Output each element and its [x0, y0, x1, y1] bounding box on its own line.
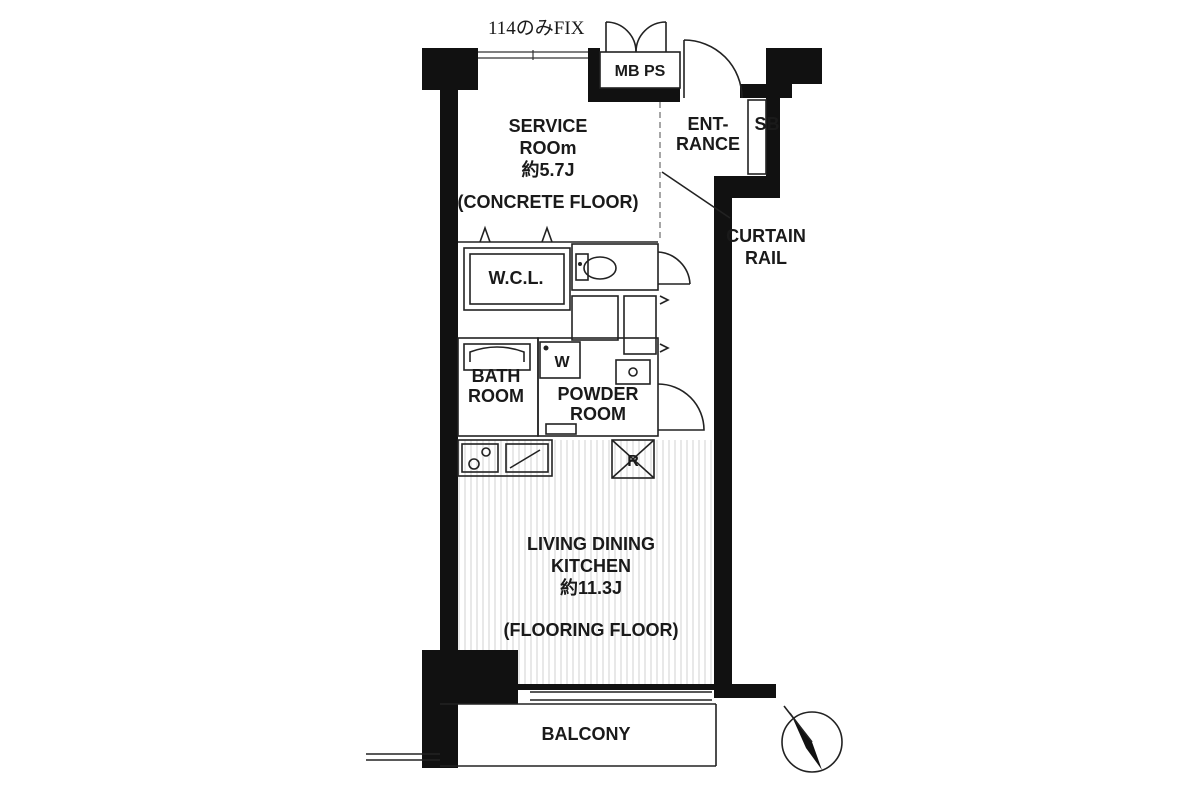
- balcony-label: BALCONY: [542, 724, 631, 744]
- powder-room-label-1: POWDER: [558, 384, 639, 404]
- kitchen-counter: [457, 439, 553, 477]
- ldk-area: 約11.3J: [560, 577, 622, 598]
- wcl-door-marks: [479, 225, 553, 243]
- wcl-box: [463, 247, 571, 311]
- service-room-label-2: ROOm: [519, 138, 576, 158]
- service-room-area: 約5.7J: [521, 159, 574, 180]
- fridge-label: R: [627, 453, 639, 470]
- service-room-floor: (CONCRETE FLOOR): [458, 192, 639, 212]
- toilet: [571, 243, 691, 291]
- north-arrow-icon: [781, 705, 843, 773]
- walls: [422, 48, 822, 768]
- bath-room-label-2: ROOM: [468, 386, 524, 406]
- curtain-rail-label-2: RAIL: [745, 248, 787, 268]
- fix-window: [478, 50, 588, 60]
- shoe-box: [747, 99, 767, 175]
- ldk-floor: (FLOORING FLOOR): [504, 620, 679, 640]
- powder-room: [537, 337, 705, 437]
- service-room-label-1: SERVICE: [509, 116, 588, 136]
- ldk-flooring: [456, 440, 714, 688]
- fridge-box: [611, 439, 655, 479]
- balcony: [366, 691, 717, 767]
- bath-room-label-1: BATH: [472, 366, 521, 386]
- wcl-label: W.C.L.: [489, 268, 544, 288]
- curtain-rail-line: [661, 171, 731, 219]
- mb-ps-label: MB PS: [615, 63, 666, 80]
- sb-label: SB: [754, 114, 779, 134]
- entrance-door: [683, 39, 743, 99]
- room-labels: 114のみFIX MB PS ENT- RANCE SB SERVICE ROO…: [458, 18, 806, 744]
- washer-box: [539, 341, 581, 379]
- entrance-label-1: ENT-: [687, 114, 728, 134]
- fix-note: 114のみFIX: [488, 18, 585, 39]
- ldk-label-1: LIVING DINING: [527, 534, 655, 554]
- mb-ps-box: [599, 21, 681, 89]
- ldk-label-2: KITCHEN: [551, 556, 631, 576]
- washer-label: W: [554, 354, 570, 371]
- curtain-rail-label-1: CURTAIN: [726, 226, 806, 246]
- entrance-label-2: RANCE: [676, 134, 740, 154]
- powder-room-label-2: ROOM: [570, 404, 626, 424]
